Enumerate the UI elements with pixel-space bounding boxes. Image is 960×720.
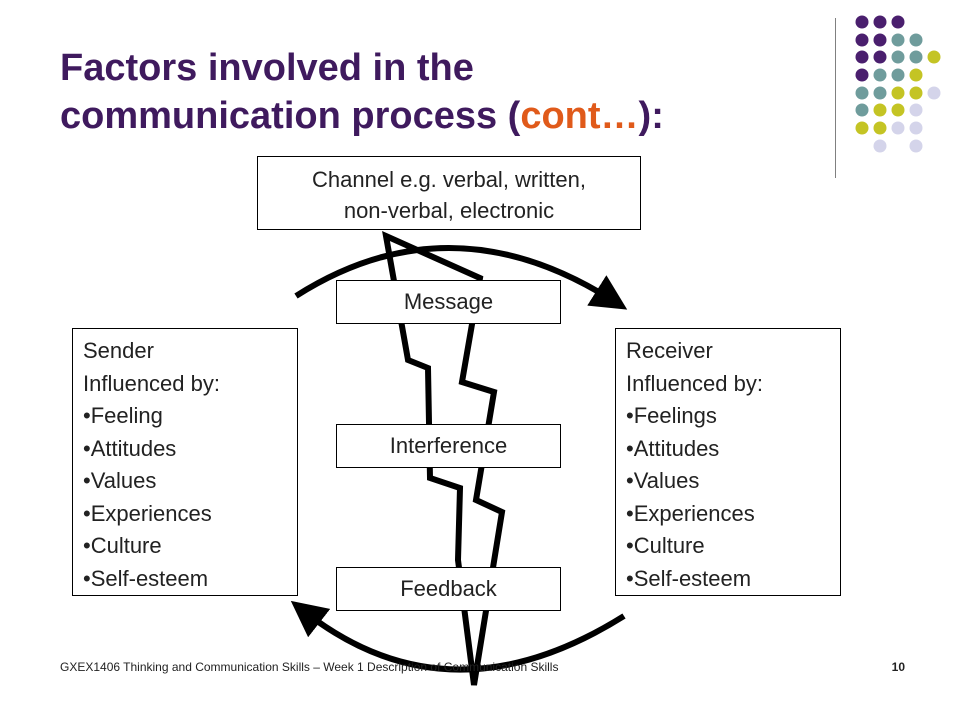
decorative-dot-grid (855, 15, 941, 153)
receiver-to-sender-arrow (290, 600, 626, 673)
sender-box: Sender Influenced by: Feeling Attitudes … (72, 328, 298, 596)
sender-to-receiver-arrow (294, 245, 628, 310)
list-item: Feeling (83, 400, 287, 433)
interference-lightning-bolt (382, 230, 506, 686)
interference-box: Interference (336, 424, 561, 468)
title-line-2-suffix: ): (638, 95, 664, 137)
list-item: Culture (83, 530, 287, 563)
channel-line-2: non-verbal, electronic (343, 198, 555, 223)
list-item: Values (626, 465, 830, 498)
list-item: Culture (626, 530, 830, 563)
list-item: Self-esteem (626, 563, 830, 596)
page-number: 10 (891, 660, 905, 674)
title-line-1: Factors involved in the (60, 47, 474, 89)
feedback-box: Feedback (336, 567, 561, 611)
receiver-box: Receiver Influenced by: Feelings Attitud… (615, 328, 841, 596)
dot-row-3 (855, 50, 941, 64)
header-divider-line (835, 18, 836, 178)
receiver-heading: Receiver (626, 338, 713, 363)
sender-influence-list: Feeling Attitudes Values Experiences Cul… (83, 400, 287, 595)
channel-box: Channel e.g. verbal, written, non-verbal… (257, 156, 641, 230)
list-item: Experiences (83, 498, 287, 531)
receiver-influence-list: Feelings Attitudes Values Experiences Cu… (626, 400, 830, 595)
list-item: Attitudes (83, 433, 287, 466)
sender-heading: Sender (83, 338, 154, 363)
list-item: Values (83, 465, 287, 498)
message-box: Message (336, 280, 561, 324)
title-line-2: communication process (cont…): (60, 92, 800, 140)
list-item: Feelings (626, 400, 830, 433)
dot-row-6 (855, 103, 923, 117)
dot-row-8 (873, 139, 923, 153)
slide-title: Factors involved in the communication pr… (60, 44, 800, 140)
slide-footer: GXEX1406 Thinking and Communication Skil… (60, 660, 905, 674)
channel-line-1: Channel e.g. verbal, written, (312, 167, 586, 192)
title-accent-text: cont… (520, 95, 639, 137)
list-item: Experiences (626, 498, 830, 531)
list-item: Attitudes (626, 433, 830, 466)
dot-row-2 (855, 33, 923, 47)
list-item: Self-esteem (83, 563, 287, 596)
receiver-subheading: Influenced by: (626, 370, 763, 396)
dot-row-5 (855, 86, 941, 100)
dot-row-7 (855, 121, 923, 135)
sender-subheading: Influenced by: (83, 370, 220, 396)
dot-row-4 (855, 68, 923, 82)
footer-text: GXEX1406 Thinking and Communication Skil… (60, 660, 559, 674)
dot-row-1 (855, 15, 905, 29)
title-line-2-prefix: communication process ( (60, 95, 521, 137)
